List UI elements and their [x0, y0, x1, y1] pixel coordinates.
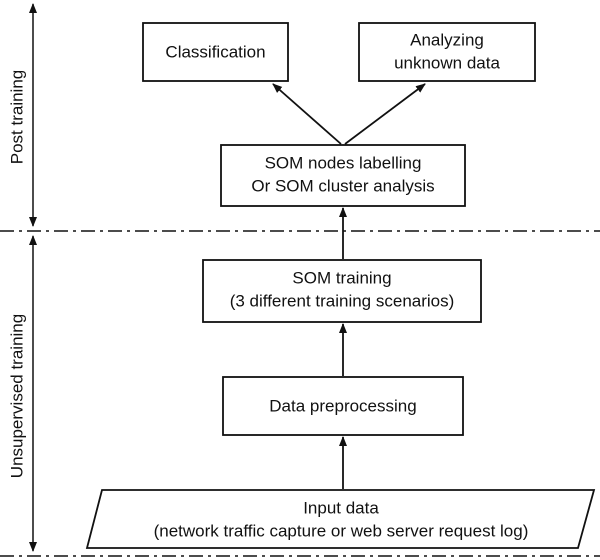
input-data-line-1: Input data — [303, 498, 379, 517]
analyzing-box: Analyzing unknown data — [358, 22, 536, 82]
som-labelling-box: SOM nodes labelling Or SOM cluster analy… — [220, 144, 466, 207]
arrow-labelling-to-classification — [272, 83, 342, 145]
som-labelling-line-1: SOM nodes labelling — [265, 153, 422, 172]
data-preprocessing-label: Data preprocessing — [269, 396, 416, 415]
som-training-line-1: SOM training — [292, 268, 391, 287]
classification-box: Classification — [142, 22, 289, 82]
som-labelling-line-2: Or SOM cluster analysis — [251, 176, 434, 195]
som-training-box: SOM training (3 different training scena… — [202, 259, 482, 323]
classification-label: Classification — [165, 42, 265, 61]
post-training-label: Post training — [7, 70, 26, 165]
som-training-line-2: (3 different training scenarios) — [230, 291, 455, 310]
unsupervised-training-label: Unsupervised training — [7, 314, 26, 478]
analyzing-label-line-1: Analyzing — [410, 30, 484, 49]
analyzing-label-line-2: unknown data — [394, 53, 500, 72]
input-data-box: Input data (network traffic capture or w… — [85, 489, 596, 549]
data-preprocessing-box: Data preprocessing — [222, 376, 464, 436]
input-data-line-2: (network traffic capture or web server r… — [154, 521, 529, 540]
arrow-labelling-to-analyzing — [344, 83, 426, 145]
